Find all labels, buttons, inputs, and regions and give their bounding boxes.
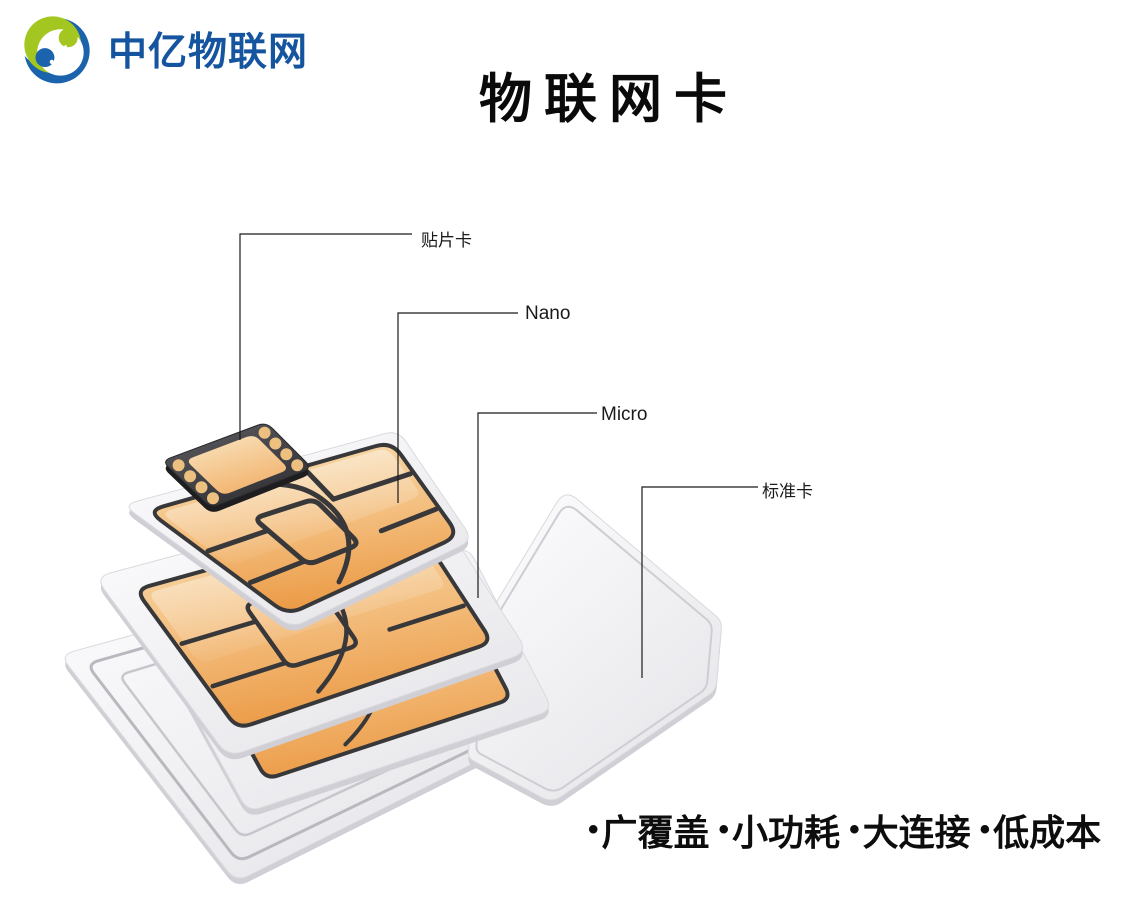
page-title: 物联网卡 <box>479 70 739 129</box>
logo: 中亿物联网 <box>14 6 308 92</box>
chip-card <box>165 423 309 512</box>
slogan-text: 小功耗 <box>732 812 841 853</box>
bullet-icon: • <box>979 813 991 846</box>
standard-card <box>467 494 722 806</box>
callout-label-micro: Micro <box>601 404 648 425</box>
slogan: •广覆盖 •小功耗 •大连接 •低成本 <box>588 804 1101 856</box>
slogan-text: 低成本 <box>993 812 1102 853</box>
callout-label-standard: 标准卡 <box>762 482 813 501</box>
slogan-text: 大连接 <box>862 812 971 853</box>
callout-label-nano: Nano <box>525 303 571 324</box>
callout-lines <box>239 233 758 678</box>
bullet-icon: • <box>588 813 599 846</box>
slogan-item: •广覆盖 <box>588 804 710 856</box>
bullet-icon: • <box>849 813 860 846</box>
slogan-item: •小功耗 <box>719 804 841 856</box>
slogan-item: •低成本 <box>980 804 1102 856</box>
bullet-icon: • <box>718 813 730 846</box>
slogan-item: •大连接 <box>849 804 971 856</box>
callout-label-chip: 贴片卡 <box>421 231 472 250</box>
nano-sim-card <box>128 432 469 631</box>
swirl-logo-icon <box>19 12 90 84</box>
logo-text: 中亿物联网 <box>108 31 309 74</box>
slogan-text: 广覆盖 <box>601 812 710 853</box>
